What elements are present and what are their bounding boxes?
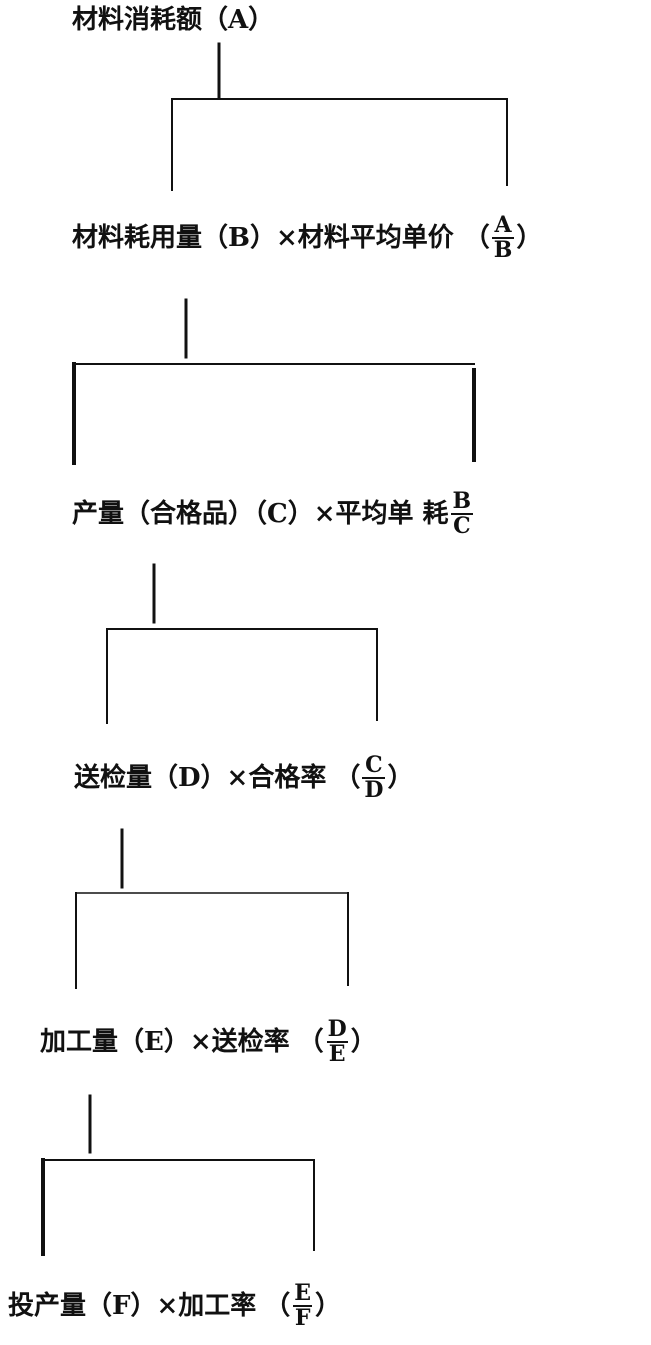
root-node: 材料消耗额（A） [72,4,274,36]
level-5-close-paren: ） [315,1291,342,1321]
level-1-fraction: A B [491,211,515,263]
level-5-node: 投产量（F）×加工率 （ E F ） [8,1276,341,1336]
root-label: 材料消耗额（A） [72,5,275,35]
level-1-close-paren: ） [516,223,543,253]
fraction-numerator: A [494,211,512,238]
level-1-expression: 材料耗用量（B）×材料平均单价 [72,223,454,253]
fraction-denominator: D [362,777,386,803]
level-3-open-paren: （ [334,763,361,793]
fraction-denominator: F [292,1305,313,1331]
level-4-expression: 加工量（E）×送检率 [40,1027,290,1057]
level-4-fraction: D E [326,1015,349,1067]
level-5-fraction: E F [292,1279,313,1331]
level-5-open-paren: （ [264,1291,291,1321]
level-2-expression: 产量（合格品）（C）×平均单 耗 [72,499,449,529]
level-1-open-paren: （ [463,223,490,253]
fraction-denominator: B [491,237,515,263]
fraction-numerator: E [294,1279,312,1306]
fraction-numerator: C [365,751,383,778]
level-3-node: 送检量（D）×合格率 （ C D ） [74,748,413,808]
level-3-expression: 送检量（D）×合格率 [74,763,327,793]
level-4-open-paren: （ [297,1027,324,1057]
fraction-numerator: D [327,1015,347,1042]
fraction-numerator: B [452,487,472,514]
level-3-close-paren: ） [387,763,414,793]
level-1-node: 材料耗用量（B）×材料平均单价 （ A B ） [72,208,542,268]
level-2-node: 产量（合格品）（C）×平均单 耗 B C [72,484,475,544]
level-5-expression: 投产量（F）×加工率 [8,1291,257,1321]
fraction-denominator: C [451,513,473,539]
fraction-denominator: E [326,1041,348,1067]
level-2-fraction: B C [451,487,474,539]
level-3-fraction: C D [362,751,386,803]
level-4-node: 加工量（E）×送检率 （ D E ） [40,1012,377,1072]
level-4-close-paren: ） [350,1027,377,1057]
